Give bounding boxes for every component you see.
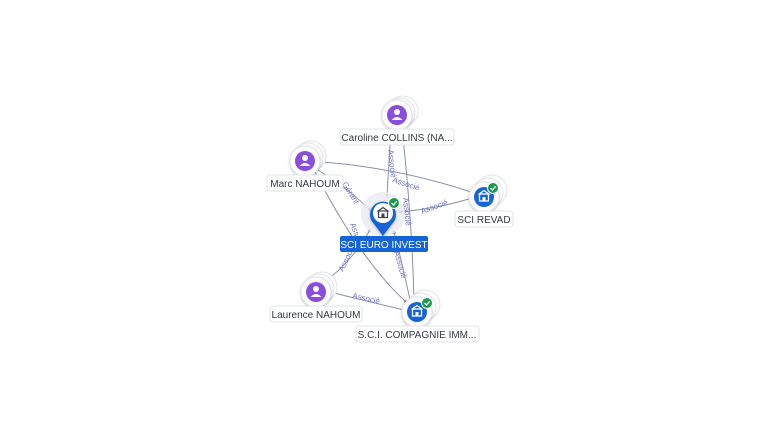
- verified-icon: [421, 297, 433, 309]
- edge-label: Associé: [352, 291, 382, 306]
- edge-marc-revad[interactable]: [321, 161, 476, 195]
- edge-revad-center[interactable]: [398, 197, 473, 214]
- node-caroline[interactable]: Caroline COLLINS (NA...: [339, 95, 455, 146]
- center-label-bg: [340, 236, 428, 252]
- node-label: Laurence NAHOUM: [272, 310, 361, 321]
- verified-icon: [388, 197, 400, 209]
- node-sci-compagnie[interactable]: S.C.I. COMPAGNIE IMM...: [355, 289, 480, 343]
- edge-label: Associé: [386, 149, 398, 178]
- edge-label: Associé: [420, 198, 450, 216]
- edge-laurence-sci-compagnie[interactable]: [329, 291, 406, 312]
- center-label: SCI EURO INVEST: [340, 240, 427, 251]
- building-icon: [377, 206, 389, 219]
- node-marc[interactable]: Marc NAHOUM: [266, 140, 344, 192]
- node-revad[interactable]: SCI REVAD: [454, 174, 514, 228]
- node-laurence[interactable]: Laurence NAHOUM: [269, 271, 363, 323]
- edge-caroline-sci-compagnie[interactable]: [401, 127, 416, 302]
- node-label: S.C.I. COMPAGNIE IMM...: [358, 330, 477, 341]
- node-label: Marc NAHOUM: [270, 179, 339, 190]
- person-icon: [295, 151, 315, 171]
- verified-icon: [487, 182, 499, 194]
- building-icon: [407, 302, 427, 322]
- node-label: Caroline COLLINS (NA...: [341, 133, 452, 144]
- person-icon: [387, 105, 407, 125]
- node-center[interactable]: SCI EURO INVEST: [340, 192, 428, 252]
- edge-label: Associé: [392, 250, 409, 280]
- edge-label: Associé: [401, 197, 413, 226]
- edge-label: Associé: [391, 175, 421, 192]
- node-label: SCI REVAD: [457, 215, 510, 226]
- person-icon: [306, 282, 326, 302]
